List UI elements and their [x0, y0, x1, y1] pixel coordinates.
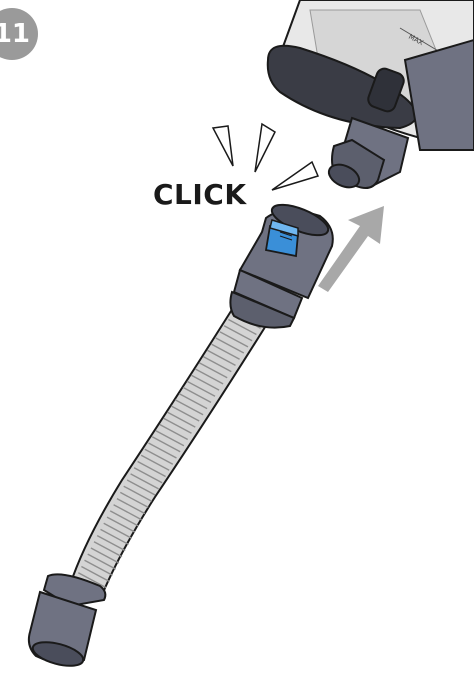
click-mark-middle [255, 124, 275, 172]
click-sound-label: CLICK [153, 178, 247, 211]
step-number: 11 [0, 19, 30, 49]
flexible-hose [70, 300, 272, 600]
click-mark-right [272, 162, 318, 190]
vacuum-body: MAX [268, 0, 474, 192]
hose-assembly [29, 199, 333, 671]
click-mark-left [213, 126, 233, 166]
